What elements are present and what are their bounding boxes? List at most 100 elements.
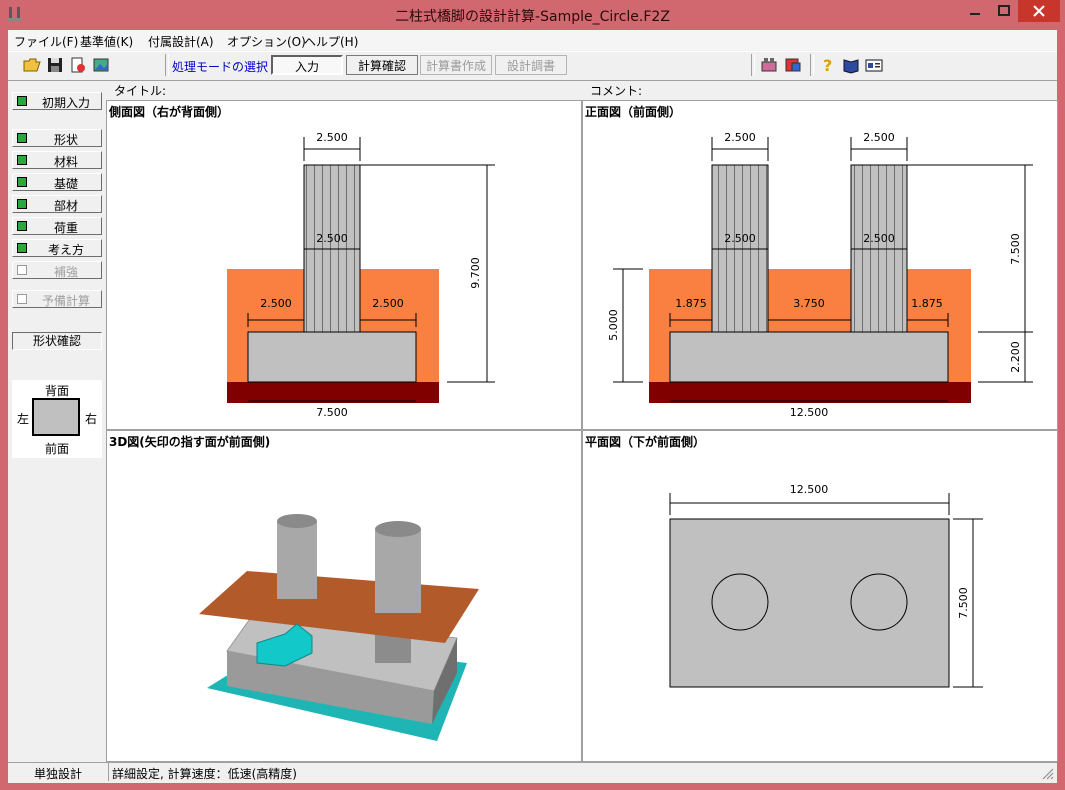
mode-design-sheet-button[interactable]: 設計調書 [495,55,567,75]
dim-footing: 2.200 [1009,341,1022,373]
title-bar[interactable]: 二柱式橋脚の設計計算-Sample_Circle.F2Z [0,0,1065,30]
preliminary-calc-button[interactable]: 予備計算 [12,290,102,308]
title-field[interactable]: タイトル: [108,80,580,99]
side-view-panel[interactable]: 側面図（右が背面側） 2.500 2.500 2.500 2.500 7.500… [106,100,582,430]
mode-input-button[interactable]: 入力 [271,55,343,75]
help-icon[interactable]: ? [819,56,837,74]
menu-help[interactable]: ヘルプ(H) [304,35,359,49]
file-check-icon[interactable] [69,56,87,74]
image-icon[interactable] [92,56,110,74]
dim-col-mid: 2.500 [316,232,348,245]
dimension-lines [247,137,495,402]
menu-options[interactable]: オプション(O) [227,35,306,49]
mode-label: 処理モードの選択 [172,60,269,74]
sidebar-item-label: 形状 [53,133,78,147]
sidebar-item-4[interactable]: 荷重 [12,217,102,235]
mode-calc-check-button[interactable]: 計算確認 [346,55,418,75]
title-label: タイトル: [114,84,167,98]
status-mode: 単独設計 [34,767,83,781]
front-view-title: 正面図（前面側） [585,105,682,119]
save-icon[interactable] [46,56,64,74]
checked-icon [17,96,27,106]
book-icon[interactable] [842,56,860,74]
maximize-button[interactable] [990,0,1018,22]
shape-check-button[interactable]: 形状確認 [12,332,102,350]
status-separator [108,763,109,781]
open-folder-icon[interactable] [23,56,41,74]
dim-col1-top: 2.500 [724,131,756,144]
status-message: 詳細設定, 計算速度：低速(高精度) [112,767,297,781]
plan-view-panel[interactable]: 平面図（下が前面側） 12.500 7.500 [582,430,1058,762]
maximize-icon [998,5,1010,16]
front-view-panel[interactable]: 正面図（前面側） 2.500 2.500 2.500 2.500 1.875 3… [582,100,1058,430]
footing-side [432,638,457,724]
unchecked-icon [17,294,27,304]
close-icon [1033,5,1045,17]
menu-file[interactable]: ファイル(F) [14,35,79,49]
dim-middle: 3.750 [793,297,825,310]
menu-bar [8,30,1057,50]
orientation-left-label: 左 [17,412,30,426]
orientation-bottom-label: 前面 [45,442,70,456]
initial-input-button[interactable]: 初期入力 [12,92,102,110]
menu-attached-design[interactable]: 付属設計(A) [148,35,214,49]
footing-plan [669,518,950,688]
dim-upper: 7.500 [1009,233,1022,265]
sidebar-item-6[interactable]: 補強 [12,261,102,279]
minimize-button[interactable] [960,0,990,22]
front-arrow-icon [256,623,313,667]
column-left-top [277,514,317,528]
sidebar-item-5[interactable]: 考え方 [12,239,102,257]
sidebar-item-label: 部材 [53,199,78,213]
dim-left: 2.500 [260,297,292,310]
svg-text:?: ? [823,56,832,74]
toolbar-separator [165,54,169,76]
sidebar-item-2[interactable]: 基礎 [12,173,102,191]
sidebar-item-3[interactable]: 部材 [12,195,102,213]
mode-report-button[interactable]: 計算書作成 [420,55,492,75]
toolbar-separator [810,54,814,76]
side-view-drawing: 2.500 2.500 2.500 2.500 7.500 9.700 [227,131,495,419]
plan-view-title: 平面図（下が前面側） [585,435,706,449]
orientation-box: 背面 左 右 前面 [12,380,102,458]
sidebar-item-label: 基礎 [53,177,78,191]
structure-icon[interactable] [760,56,778,74]
comment-label: コメント: [590,84,643,98]
column-left-3d [277,521,317,599]
sidebar-item-label: 材料 [53,155,78,169]
footing [247,331,417,383]
checked-icon [17,243,27,253]
view-3d-panel[interactable]: 3D図(矢印の指す面が前面側) [106,430,582,762]
comment-field[interactable]: コメント: [584,80,1056,99]
column-right-top [375,521,421,537]
status-bar [8,762,1057,783]
toolbar-separator [751,54,755,76]
sidebar-item-1[interactable]: 材料 [12,151,102,169]
sidebar-item-label: 荷重 [53,221,78,235]
dimension-lines [669,493,983,688]
close-button[interactable] [1018,0,1060,22]
sidebar-item-label: 補強 [53,265,78,279]
settings-icon[interactable] [784,56,802,74]
footing-bottom [649,382,971,403]
resize-grip-icon[interactable] [1040,766,1054,780]
orientation-right-label: 右 [85,412,98,426]
orientation-shape [32,398,80,436]
dim-width: 12.500 [790,483,829,496]
view-3d-title: 3D図(矢印の指す面が前面側) [109,435,271,449]
checked-icon [17,199,27,209]
orientation-top-label: 背面 [45,384,70,398]
checked-icon [17,155,27,165]
sidebar-item-0[interactable]: 形状 [12,129,102,147]
dim-ground: 5.000 [607,309,620,341]
dim-col1-mid: 2.500 [724,232,756,245]
dim-col2-mid: 2.500 [863,232,895,245]
checked-icon [17,221,27,231]
minimize-icon [970,13,980,15]
window-title: 二柱式橋脚の設計計算-Sample_Circle.F2Z [395,9,670,25]
dimension-lines [613,137,1033,402]
dim-base: 12.500 [790,406,829,419]
menu-standard[interactable]: 基準値(K) [80,35,134,49]
card-icon[interactable] [865,56,883,74]
footing [669,331,949,383]
